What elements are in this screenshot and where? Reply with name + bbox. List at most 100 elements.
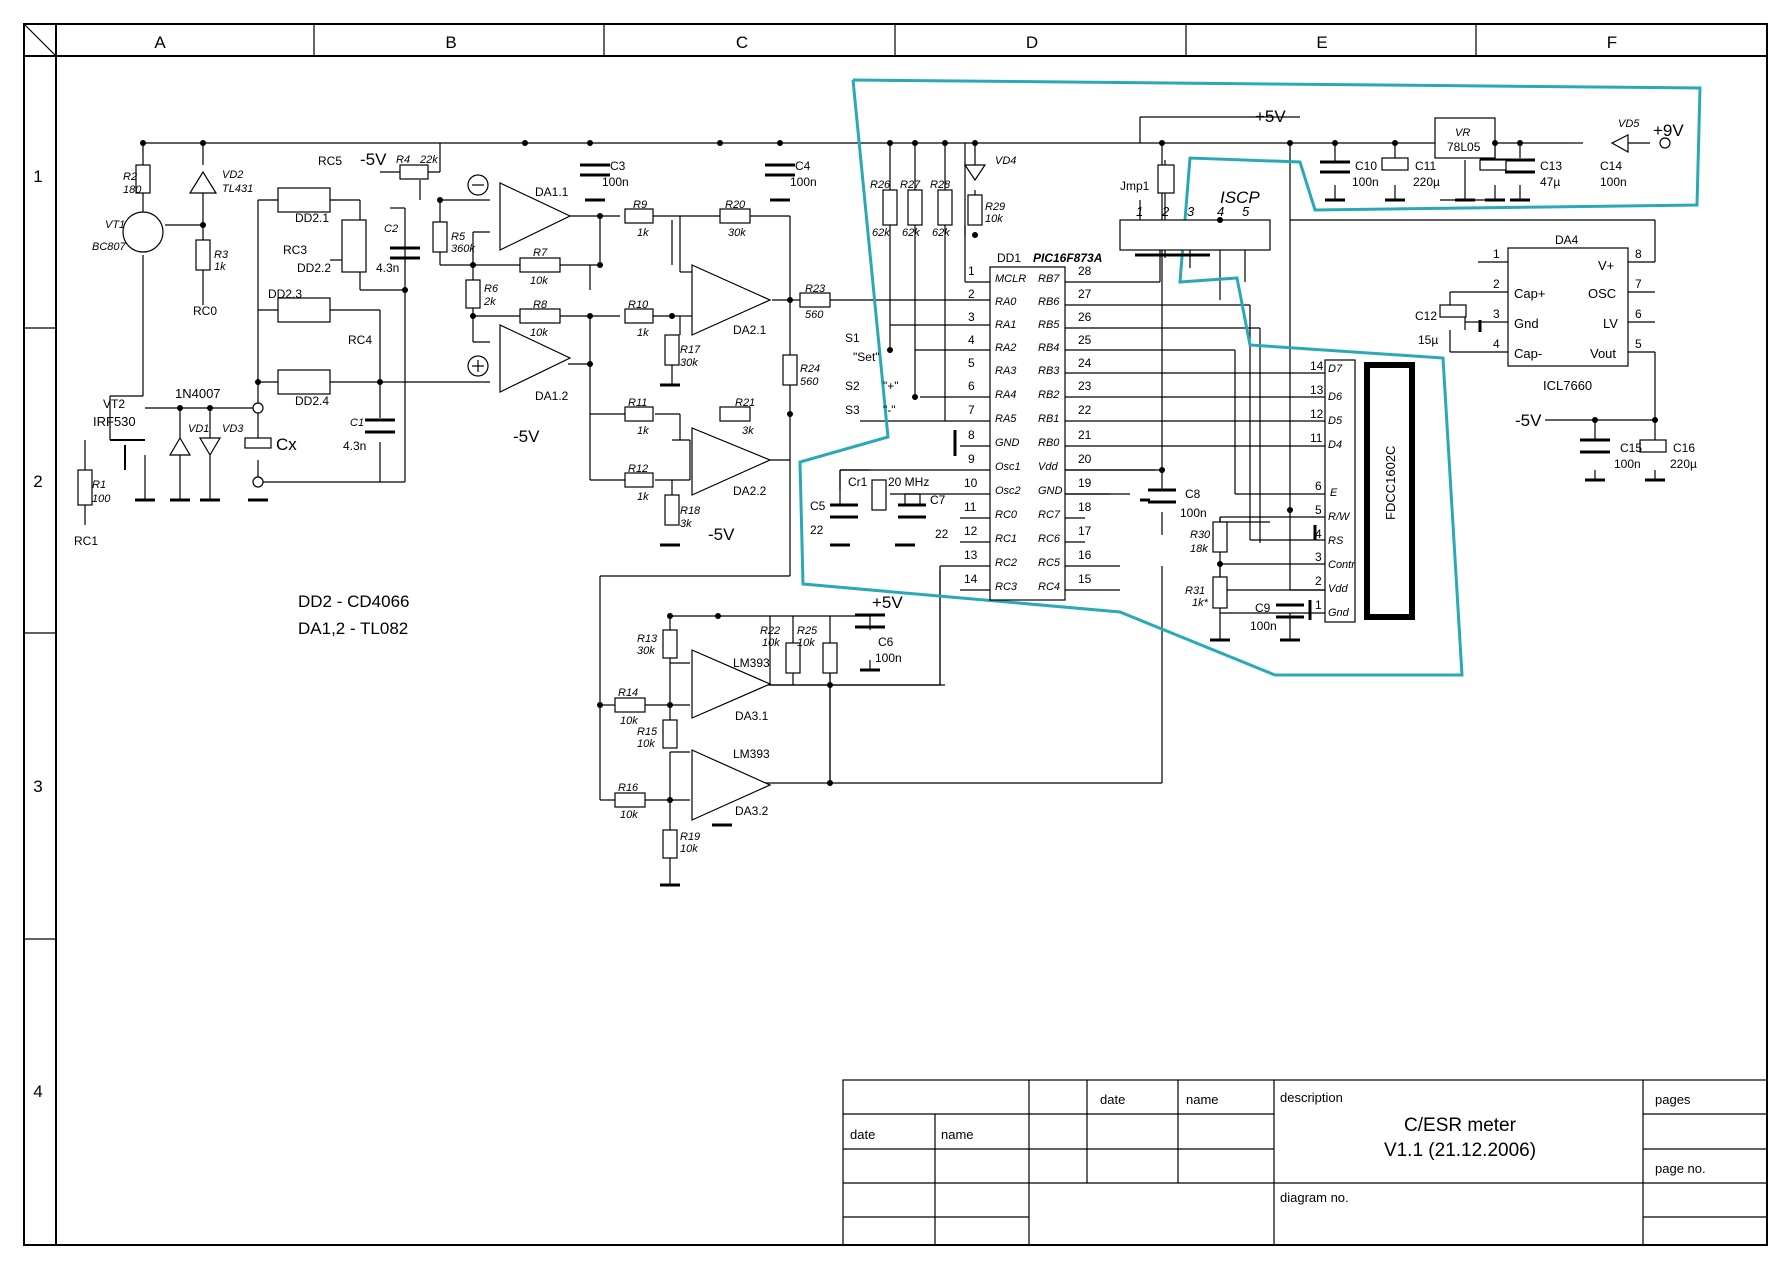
lcd-pin-name: E <box>1330 487 1338 499</box>
label: 100n <box>1180 506 1207 520</box>
label: 560 <box>800 376 819 388</box>
iscp-pin-num: 5 <box>1242 204 1250 219</box>
mcu-pin-name: RC2 <box>995 557 1017 569</box>
label: R29 <box>985 201 1005 213</box>
title-left-date: date <box>850 1127 875 1142</box>
mcu-pin-num: 9 <box>968 452 975 466</box>
mcu-pin-num: 1 <box>968 264 975 278</box>
mcu-pin-num: 27 <box>1078 287 1092 301</box>
label: 10k <box>637 738 655 750</box>
label: 30k <box>680 357 698 369</box>
mcu-pin-num: 18 <box>1078 500 1092 514</box>
resistor-r21 <box>719 406 751 422</box>
resistor-r2 <box>135 164 151 194</box>
resistor-r30 <box>1212 521 1228 553</box>
diagram-no-label: diagram no. <box>1280 1190 1349 1205</box>
mcu-pin-num: 28 <box>1078 264 1092 278</box>
jumper-jmp1 <box>1157 164 1175 194</box>
crystal-cr1 <box>871 479 887 511</box>
resistor-r24 <box>782 354 798 386</box>
label: LM393 <box>733 656 770 670</box>
row-marker: 3 <box>33 777 42 796</box>
label: 10k <box>680 843 698 855</box>
capacitors <box>365 158 1610 629</box>
resistor-r20 <box>719 208 751 224</box>
label: R20 <box>725 199 746 211</box>
mcu-pin-num: 10 <box>964 476 978 490</box>
resistor-r31 <box>1212 576 1228 609</box>
mcu-pin-name: RA4 <box>995 389 1016 401</box>
label: "+" <box>883 379 899 393</box>
mcu-pin-num: 23 <box>1078 379 1092 393</box>
label: 560 <box>805 309 824 321</box>
description-label: description <box>1280 1090 1343 1105</box>
label: 1N4007 <box>175 386 221 401</box>
label: DA1.1 <box>535 185 569 199</box>
mcu-pin-num: 24 <box>1078 356 1092 370</box>
label: R2 <box>123 171 137 183</box>
label: C9 <box>1255 601 1271 615</box>
mcu-pin-num: 5 <box>968 356 975 370</box>
label: R10 <box>628 299 649 311</box>
label: S3 <box>845 403 860 417</box>
label: C15 <box>1620 441 1642 455</box>
diode-vd1-icon <box>168 436 192 456</box>
label: 30k <box>728 227 746 239</box>
label: C1 <box>350 417 364 429</box>
label: DA4 <box>1555 233 1579 247</box>
capacitor-c11 <box>1381 157 1409 171</box>
label: 4.3n <box>343 439 366 453</box>
label: 22 <box>810 523 824 537</box>
label: 100n <box>875 651 902 665</box>
mcu-pin-num: 6 <box>968 379 975 393</box>
resistor-r11 <box>624 406 654 422</box>
mcu-pin-name: RC3 <box>995 581 1018 593</box>
label: R8 <box>533 299 548 311</box>
mcu-pin-num: 16 <box>1078 548 1092 562</box>
label: IRF530 <box>93 414 136 429</box>
column-marker: C <box>736 33 748 52</box>
mcu-pin-name: GND <box>995 437 1020 449</box>
resistor-r29 <box>967 194 983 226</box>
row-marker: 4 <box>33 1082 42 1101</box>
mcu-pin-num: 20 <box>1078 452 1092 466</box>
lcd-pin-name: D6 <box>1328 391 1343 403</box>
label: 47µ <box>1540 175 1560 189</box>
capacitor-cx <box>244 437 272 449</box>
resistor-r8 <box>519 308 561 324</box>
lcd-pin-name: Vdd <box>1328 583 1348 595</box>
da4-pins: 1 2 Cap+ 3 Gnd 4 Cap- 8 V+ 7 OSC 6 LV 5 … <box>1493 247 1642 361</box>
label: 22k <box>419 154 438 166</box>
mcu-pin-num: 19 <box>1078 476 1092 490</box>
label: R4 <box>396 154 410 166</box>
label: 100n <box>1250 619 1277 633</box>
capacitor-c16 <box>1639 439 1667 453</box>
label: DD2.2 <box>297 261 331 275</box>
label: R30 <box>1190 529 1211 541</box>
label: TL431 <box>222 183 253 195</box>
label: 100 <box>92 493 111 505</box>
comparator-da31 <box>691 649 772 719</box>
mcu-pin-num: 25 <box>1078 333 1092 347</box>
label: -5V <box>513 427 540 446</box>
label: 18k <box>1190 543 1208 555</box>
mcu-pin-num: 8 <box>968 428 975 442</box>
component-labels: R2 180 VD2 TL431 VT1 BC807 R3 1k RC0 RC5… <box>74 107 1697 855</box>
capacitor-c13 <box>1479 159 1507 171</box>
label: 100n <box>1352 175 1379 189</box>
label: 10k <box>530 327 548 339</box>
mcu-pin-name: RC5 <box>1038 557 1061 569</box>
label: R3 <box>214 249 229 261</box>
resistor-r19 <box>662 829 678 859</box>
label: R13 <box>637 633 658 645</box>
mcu-pin-name: RA1 <box>995 319 1016 331</box>
label: RC5 <box>318 154 342 168</box>
label: 10k <box>797 637 815 649</box>
label: LM393 <box>733 747 770 761</box>
label: 10k <box>985 213 1003 225</box>
mcu-pin-name: RB6 <box>1038 296 1060 308</box>
label: R7 <box>533 247 548 259</box>
opamp-da12 <box>499 324 572 393</box>
label: R14 <box>618 687 638 699</box>
mcu-pin-name: RB3 <box>1038 365 1060 377</box>
